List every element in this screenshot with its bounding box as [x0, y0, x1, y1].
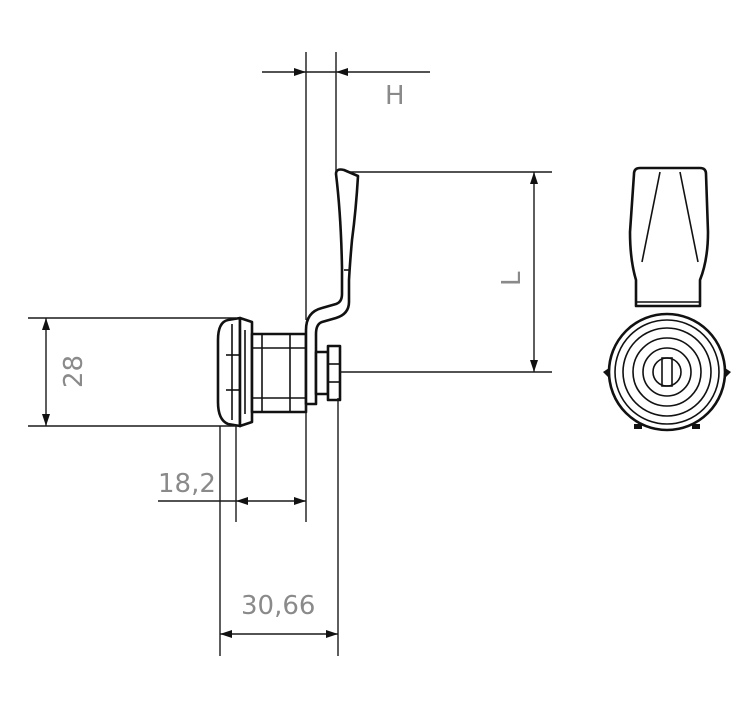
dimension-l: L	[340, 171, 552, 373]
dimension-28: 28	[28, 317, 236, 427]
dimension-h: H	[262, 52, 430, 320]
dimension-h-label: H	[385, 81, 405, 111]
round-bezel	[603, 312, 731, 432]
dimension-18-2: 18,2	[158, 404, 307, 522]
side-view	[216, 168, 360, 428]
dimension-30-66-label: 30,66	[241, 591, 315, 621]
lever-front	[628, 166, 710, 308]
lever	[304, 168, 360, 406]
front-flange	[216, 316, 254, 428]
nut	[314, 344, 342, 402]
dimension-28-label: 28	[59, 355, 89, 388]
dimension-18-2-label: 18,2	[158, 469, 216, 499]
front-view	[603, 166, 731, 432]
dimension-l-label: L	[497, 271, 527, 286]
dimension-30-66: 30,66	[219, 398, 339, 656]
cylinder-body	[250, 332, 308, 414]
